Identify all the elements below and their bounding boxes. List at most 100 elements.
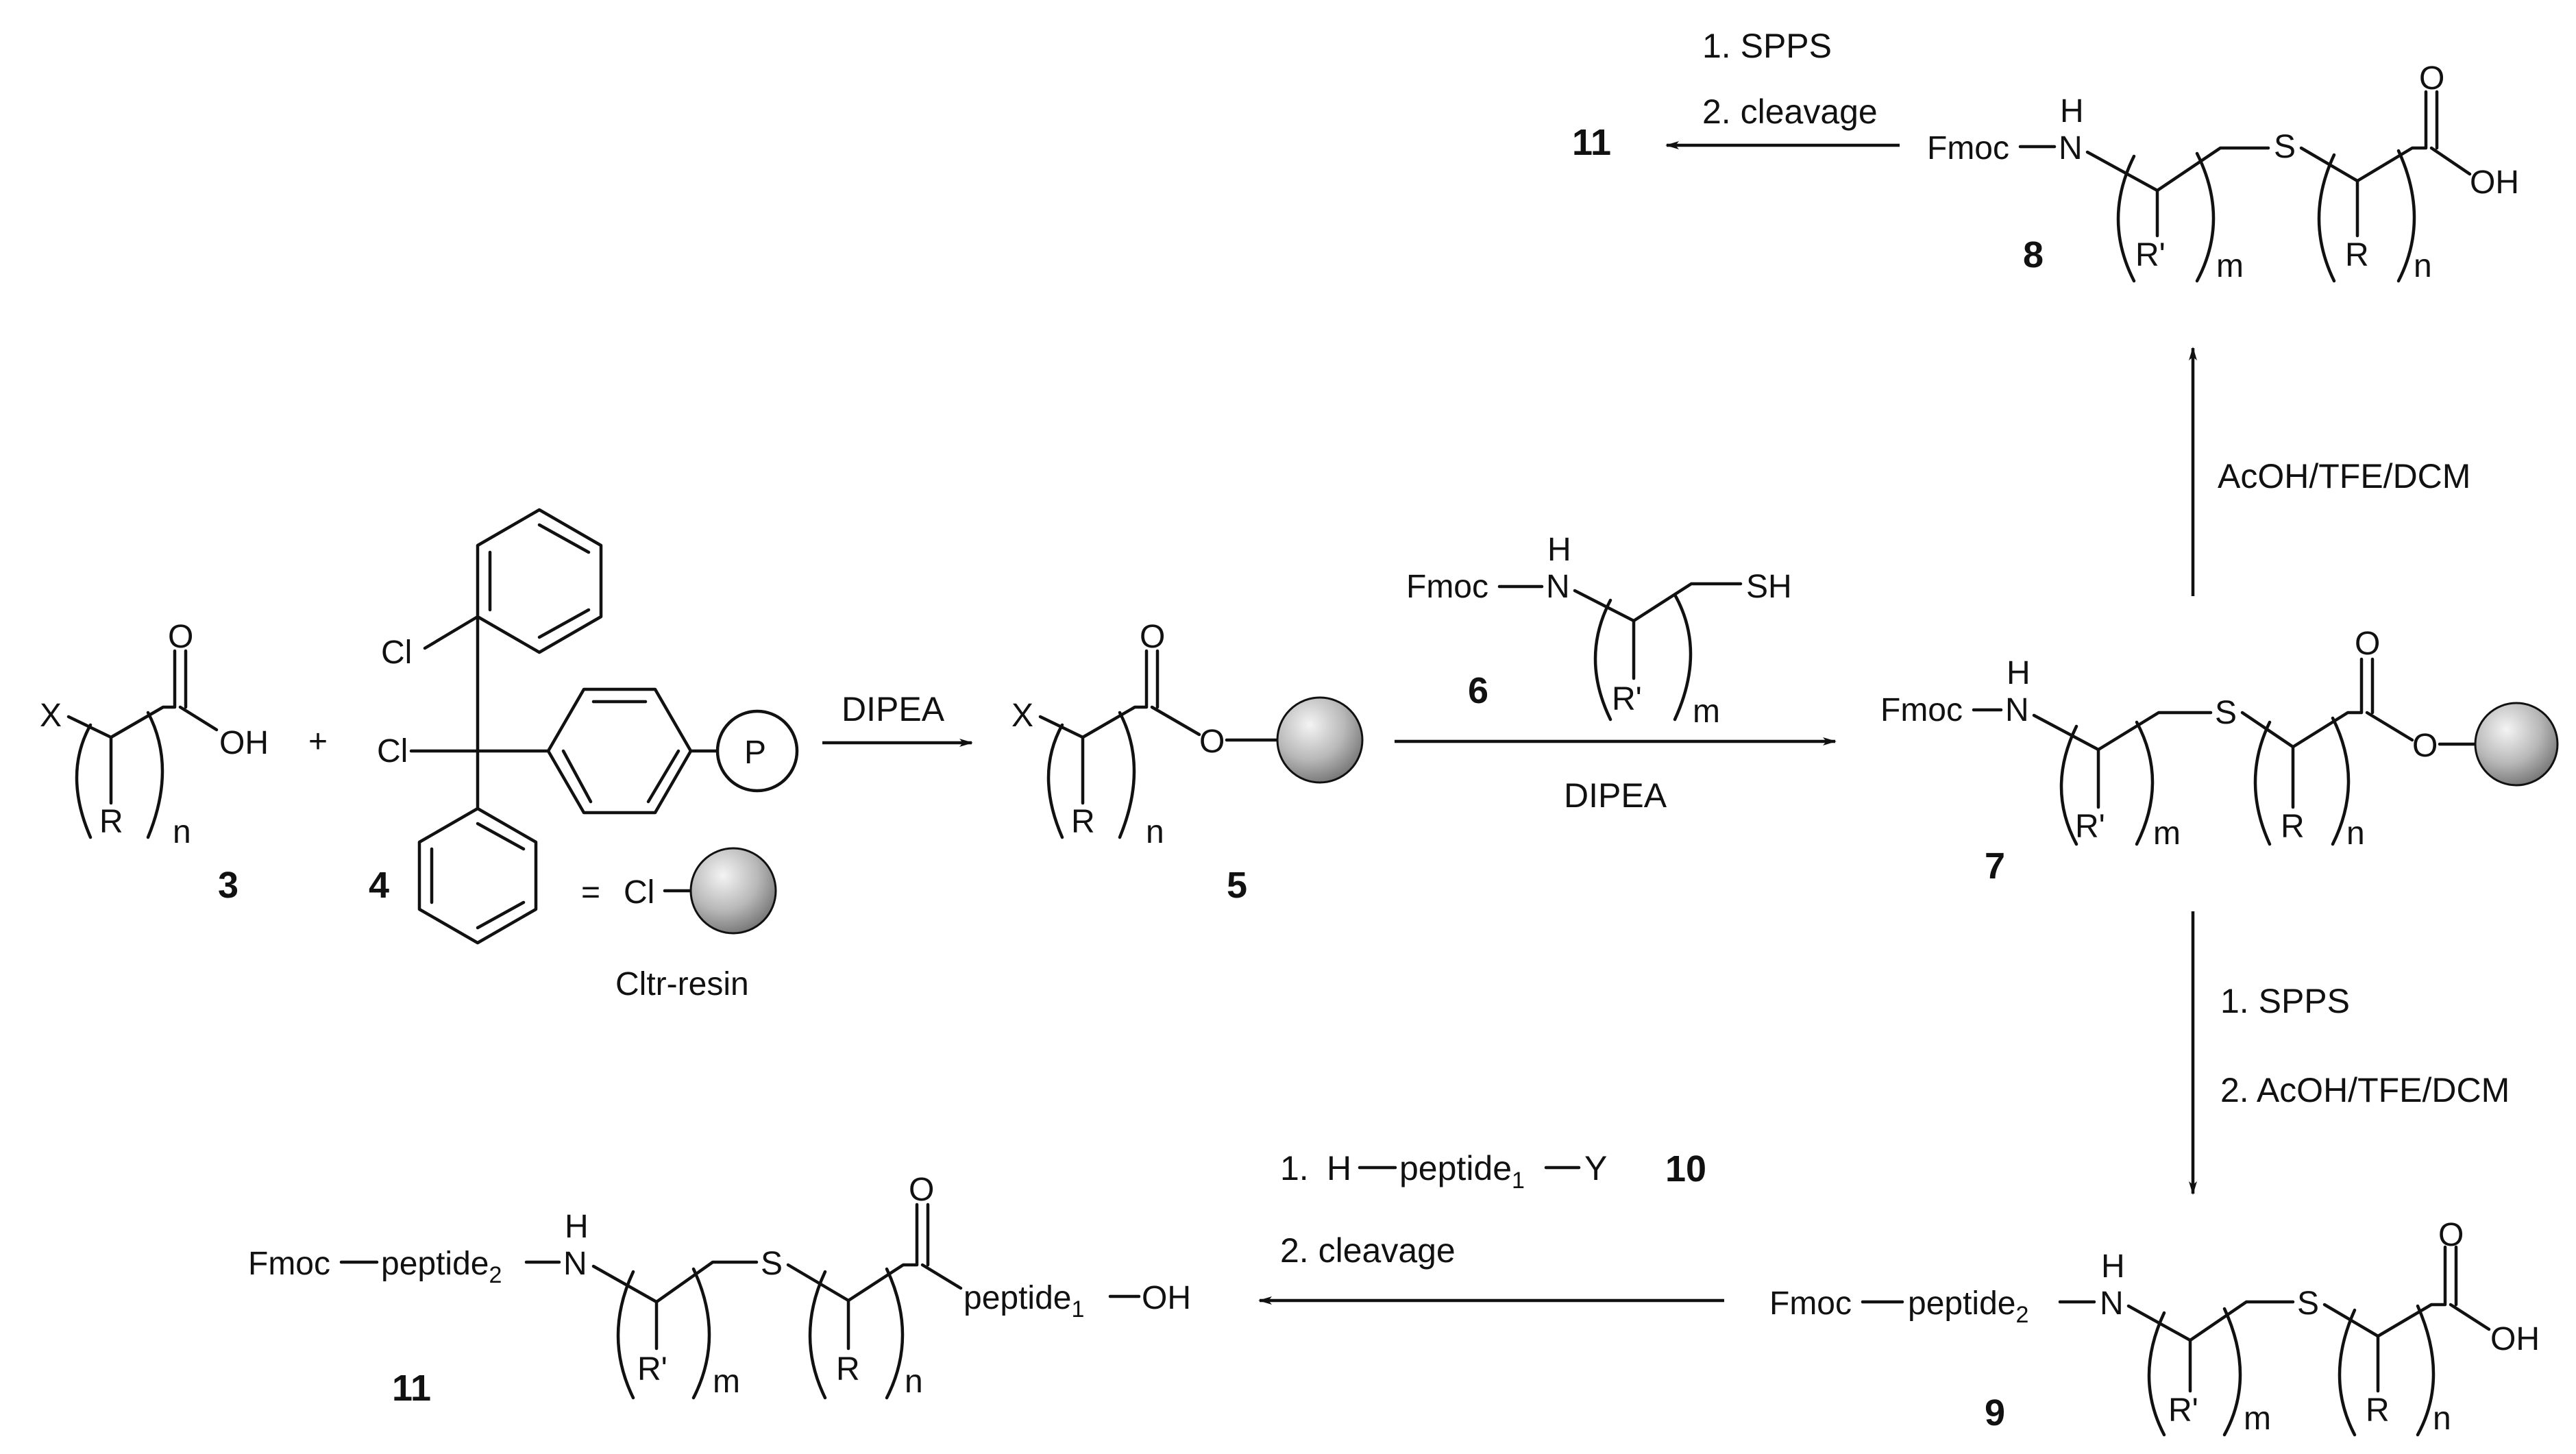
trityl-chloride: Cl	[377, 733, 408, 769]
x-substituent: X	[1011, 698, 1033, 734]
r-group: R	[2281, 809, 2305, 845]
hydrogen-label: H	[1327, 1149, 1351, 1187]
ester-oxygen: O	[2412, 728, 2438, 764]
r-group: R	[1071, 804, 1095, 840]
amine-h: H	[2007, 655, 2031, 691]
amine-h: H	[2101, 1248, 2125, 1285]
compound-8: Fmoc N H S O OH R' m R n 8	[1927, 60, 2519, 284]
resin-bead-icon	[2474, 702, 2559, 787]
step3-reagent: AcOH/TFE/DCM	[2218, 457, 2470, 495]
carbonyl-oxygen: O	[168, 619, 193, 655]
amine-n: N	[2100, 1285, 2124, 1322]
resin-chlorine: Cl	[624, 874, 654, 911]
compound-11-bottom-number: 11	[392, 1368, 431, 1409]
resin-name: Cltr-resin	[615, 966, 749, 1002]
ester-oxygen: O	[1199, 724, 1225, 760]
hydroxyl: OH	[1142, 1280, 1191, 1316]
compound-7: Fmoc N H S O O R' m R n 7	[1880, 626, 2559, 887]
amine-h: H	[565, 1209, 589, 1245]
compound-6: Fmoc N H SH R' m 6	[1406, 532, 1792, 730]
hydroxyl: OH	[2470, 164, 2519, 201]
bottom-condition-1-prefix: 1.	[1280, 1149, 1309, 1187]
thioether-s: S	[2274, 129, 2296, 165]
carbonyl-oxygen: O	[2438, 1217, 2464, 1253]
hydroxyl: OH	[219, 725, 269, 761]
compound-9: Fmoc peptide2 N H S O OH R' m R n 9	[1769, 1217, 2540, 1437]
right-condition-2: 2. AcOH/TFE/DCM	[2220, 1071, 2510, 1109]
m-subscript: m	[2244, 1401, 2271, 1437]
r-group: R	[836, 1351, 860, 1388]
n-subscript: n	[173, 814, 191, 850]
amine-h: H	[2060, 93, 2084, 130]
compound-9-number: 9	[1985, 1392, 2005, 1433]
r-prime-group: R'	[2135, 237, 2166, 273]
compound-5: X O O R n 5	[1011, 619, 1364, 906]
amine-n: N	[2059, 130, 2083, 167]
r-prime-group: R'	[637, 1351, 667, 1388]
compound-5-number: 5	[1227, 865, 1247, 906]
fmoc-label: Fmoc	[1769, 1285, 1852, 1322]
fmoc-label: Fmoc	[1880, 692, 1963, 728]
fmoc-label: Fmoc	[1927, 130, 2009, 167]
peptide2-label: peptide2	[381, 1246, 502, 1288]
fmoc-label: Fmoc	[248, 1246, 330, 1282]
peptide1-reagent: peptide1	[1399, 1149, 1525, 1194]
n-subscript: n	[1146, 814, 1164, 850]
n-subscript: n	[2414, 248, 2432, 284]
resin-bead-icon	[689, 847, 777, 935]
step1-reagent: DIPEA	[842, 690, 945, 728]
right-condition-1: 1. SPPS	[2220, 982, 2350, 1020]
compound-3-number: 3	[218, 865, 238, 906]
carbonyl-oxygen: O	[1140, 619, 1165, 655]
plus-sign: +	[308, 724, 328, 760]
compound-11-bottom: Fmoc peptide2 N H S O peptide1 OH R' m R…	[248, 1172, 1191, 1409]
thioether-s: S	[761, 1246, 783, 1282]
resin-definition: = Cl Cltr-resin	[581, 847, 777, 1002]
compound-3: X O OH R n 3	[40, 619, 269, 906]
compound-4-number: 4	[369, 865, 389, 906]
r-prime-group: R'	[2075, 809, 2105, 845]
fmoc-label: Fmoc	[1406, 569, 1488, 605]
thiol: SH	[1746, 569, 1792, 605]
compound-6-number: 6	[1468, 670, 1488, 711]
amine-n: N	[1546, 569, 1570, 605]
peptide2-label: peptide2	[1908, 1285, 2028, 1328]
carbonyl-oxygen: O	[2419, 60, 2444, 97]
resin-bead-icon	[1276, 696, 1364, 784]
r-prime-group: R'	[2168, 1392, 2198, 1429]
hydroxyl: OH	[2490, 1321, 2540, 1357]
m-subscript: m	[713, 1364, 740, 1400]
carbonyl-oxygen: O	[909, 1172, 934, 1208]
m-subscript: m	[2216, 248, 2244, 284]
compound-10-number: 10	[1665, 1148, 1706, 1190]
top-condition-2: 2. cleavage	[1702, 93, 1878, 131]
amine-h: H	[1547, 532, 1571, 568]
bottom-condition-1: 1. H peptide1 Y 10	[1280, 1148, 1706, 1194]
compound-11-top-number: 11	[1572, 122, 1611, 163]
n-subscript: n	[2433, 1401, 2451, 1437]
ortho-chlorine: Cl	[381, 634, 412, 671]
m-subscript: m	[1693, 693, 1720, 730]
x-substituent: X	[40, 698, 62, 734]
compound-4: P Cl Cl 4	[369, 508, 799, 945]
peptide1-label: peptide1	[964, 1280, 1084, 1322]
r-group: R	[2345, 237, 2369, 273]
r-prime-group: R'	[1612, 681, 1642, 717]
r-group: R	[2366, 1392, 2390, 1429]
m-subscript: m	[2153, 815, 2181, 852]
n-subscript: n	[905, 1364, 923, 1400]
compound-8-number: 8	[2023, 234, 2044, 275]
r-group: R	[99, 804, 123, 840]
amine-n: N	[2005, 692, 2029, 728]
y-label: Y	[1584, 1149, 1607, 1187]
thioether-s: S	[2297, 1285, 2319, 1322]
n-subscript: n	[2346, 815, 2365, 852]
top-condition-1: 1. SPPS	[1702, 27, 1832, 65]
thioether-s: S	[2215, 695, 2237, 731]
equals-sign: =	[581, 874, 600, 911]
polymer-label: P	[744, 735, 766, 771]
step2-reagent: DIPEA	[1564, 776, 1667, 815]
compound-7-number: 7	[1985, 846, 2005, 887]
amine-n: N	[563, 1246, 587, 1282]
